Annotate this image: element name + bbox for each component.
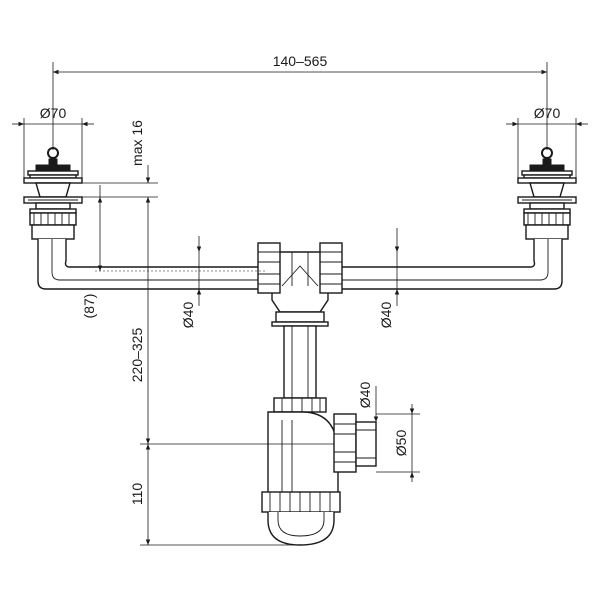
- right-plug-chain-ring-icon: [541, 147, 553, 166]
- tee-right-nut: [319, 242, 343, 294]
- dimension-side-outlet: [376, 404, 420, 482]
- span-label: 140–565: [273, 53, 328, 69]
- trap-bottom-nut: [261, 491, 341, 513]
- left-pipe-dia-label: Ø40: [180, 302, 196, 329]
- side-outlet-pipe: [355, 421, 377, 467]
- bottle-trap: [261, 411, 341, 546]
- side-inlet-dia-label: Ø40: [357, 382, 373, 409]
- tee-left-nut: [257, 242, 281, 294]
- vertical-pipe: [271, 311, 329, 413]
- left-plug: [35, 164, 71, 172]
- right-pipe-dia-label: Ø40: [378, 302, 394, 329]
- right-strainer-body: [529, 182, 565, 198]
- dimension-span: [52, 62, 548, 150]
- side-outlet-dia-label: Ø50: [393, 430, 409, 457]
- right-elbow-pipe: [334, 239, 563, 290]
- tee-connector: [257, 242, 343, 313]
- max-height-label: max 16: [129, 120, 145, 166]
- right-strainer: [517, 147, 577, 240]
- left-plug-chain-ring-icon: [47, 147, 59, 166]
- right-strainer-dia-label: Ø70: [534, 105, 561, 121]
- dimension-right-strainer: [506, 118, 588, 178]
- side-outlet-nut: [333, 413, 357, 473]
- dimension-outlet-height: [140, 197, 334, 445]
- trap-body: [267, 411, 339, 501]
- left-strainer-dia-label: Ø70: [40, 105, 67, 121]
- outlet-height-label: 220–325: [129, 328, 145, 383]
- dimension-trap-height: [140, 444, 300, 546]
- left-strainer: [23, 147, 83, 240]
- left-strainer-body: [35, 182, 71, 198]
- dimension-offset: [95, 185, 265, 272]
- side-outlet: [333, 413, 377, 473]
- trap-height-label: 110: [129, 483, 145, 506]
- left-elbow-pipe: [37, 239, 266, 290]
- dimension-max-height: [82, 165, 158, 198]
- offset-label: (87): [81, 294, 97, 319]
- right-plug: [529, 164, 565, 172]
- dimension-left-strainer: [12, 118, 94, 178]
